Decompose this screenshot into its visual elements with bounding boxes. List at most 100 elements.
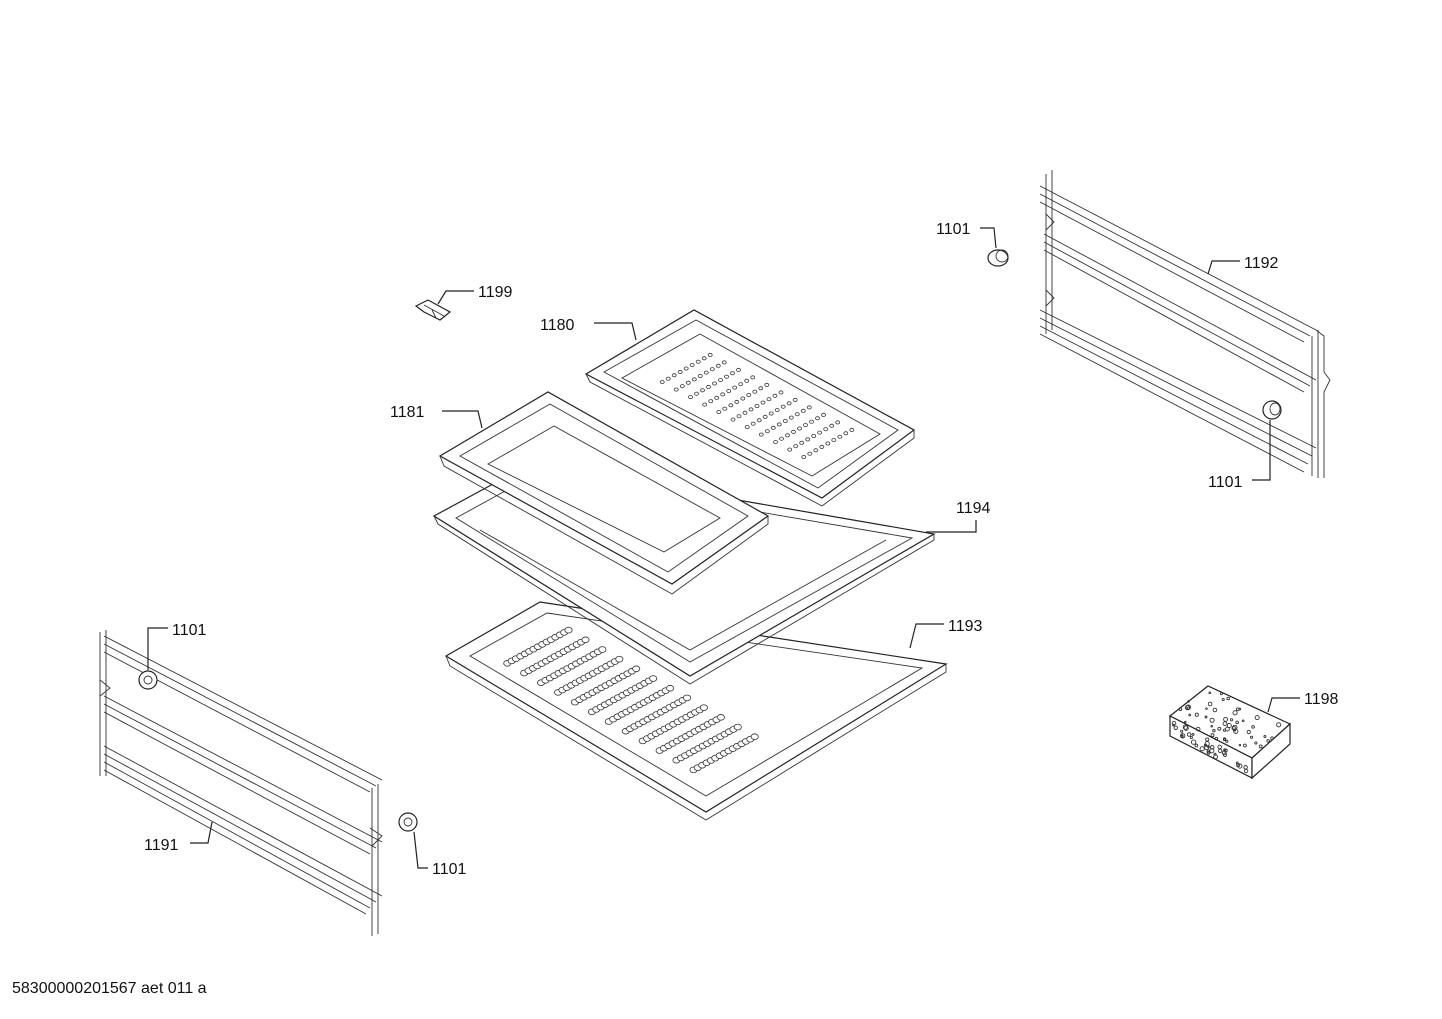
sponge-pore — [1204, 715, 1208, 719]
perforation-hole — [797, 426, 802, 431]
sponge-pore — [1229, 718, 1234, 722]
sponge-pore — [1212, 707, 1218, 713]
perforation-hole — [823, 427, 829, 432]
sponge-pore — [1225, 739, 1229, 743]
perforation-hole — [702, 402, 708, 407]
sponge-pore — [1235, 720, 1239, 725]
leader-1180 — [594, 322, 637, 341]
sponge-pore — [1180, 733, 1186, 739]
sponge-pore — [1210, 733, 1215, 738]
leader-1181 — [442, 410, 483, 429]
perforation-hole — [697, 373, 703, 378]
sponge-pore — [1270, 736, 1274, 740]
sponge-pore — [1212, 729, 1216, 733]
label-1181: 1181 — [390, 404, 425, 421]
label-1199: 1199 — [478, 284, 513, 301]
perforation-hole — [733, 723, 742, 731]
sponge-pore — [1194, 712, 1199, 717]
perforation-hole — [754, 403, 760, 408]
sponge-pore — [1194, 743, 1199, 748]
sponge-pore — [1210, 725, 1213, 728]
perforation-hole — [720, 392, 726, 397]
perforation-hole — [683, 694, 692, 702]
perforation-hole — [730, 371, 735, 376]
part-1193-perforated-tray — [444, 601, 948, 821]
perforation-hole — [803, 423, 808, 428]
sponge-texture — [1171, 691, 1282, 774]
perforation-hole — [730, 417, 736, 422]
sponge-pore — [1205, 707, 1208, 710]
perforation-hole — [666, 684, 675, 692]
sponge-pore — [1172, 723, 1175, 727]
perforation-hole — [679, 384, 685, 389]
perforation-hole — [708, 399, 714, 404]
perforation-hole — [748, 407, 754, 412]
perforation-hole — [800, 408, 806, 413]
perforation-hole — [712, 381, 717, 386]
perforation-hole — [722, 406, 728, 411]
sponge-pore — [1223, 728, 1227, 732]
perforation-hole — [849, 427, 855, 432]
part-1101-knob-right — [1262, 400, 1282, 420]
perforation-hole — [703, 370, 709, 375]
perforation-hole — [788, 415, 794, 420]
perforation-hole — [750, 733, 759, 740]
perforation-hole — [772, 393, 778, 398]
perforation-hole — [762, 414, 768, 419]
label-1198: 1198 — [1304, 691, 1339, 708]
sponge-pore — [1243, 765, 1248, 770]
sponge-pore — [1241, 719, 1245, 723]
sponge-pore — [1217, 744, 1222, 750]
leader-1101-right — [1252, 420, 1271, 481]
perforation-hole — [780, 404, 786, 409]
perforation-hole — [787, 447, 793, 452]
leader-1101-top — [980, 227, 997, 249]
sponge-pore — [1222, 721, 1228, 726]
perforation-hole — [706, 384, 711, 389]
perforation-hole — [689, 363, 695, 368]
part-1191-left-rack — [99, 630, 383, 936]
perforation-hole — [750, 421, 756, 426]
leader-1193 — [909, 623, 944, 649]
drawing-reference-number: 58300000201567 aet 011 a — [12, 980, 207, 997]
perforation-hole — [837, 434, 843, 439]
perforation-hole — [721, 360, 727, 365]
perforation-hole — [740, 396, 746, 401]
sponge-pore — [1235, 761, 1239, 765]
perforation-hole — [785, 433, 790, 438]
perforation-hole — [809, 419, 814, 424]
label-1101-right: 1101 — [1208, 474, 1243, 491]
perforation-hole — [758, 432, 764, 437]
perforation-hole — [615, 655, 624, 663]
perforation-hole — [835, 420, 841, 425]
perforation-hole — [779, 436, 784, 441]
perforation-hole — [782, 418, 788, 423]
leader-1192 — [1207, 260, 1240, 275]
perforation-hole — [801, 455, 807, 460]
perforation-hole — [738, 382, 744, 387]
perforation-hole — [714, 395, 720, 400]
leader-1101-left — [147, 627, 168, 670]
perforation-hole — [736, 414, 742, 419]
part-1181-solid-pan — [438, 391, 770, 595]
sponge-pore — [1182, 724, 1189, 730]
sponge-pore — [1218, 748, 1223, 754]
perforation-hole — [695, 359, 701, 364]
perforation-hole — [799, 440, 805, 445]
sponge-pore — [1246, 729, 1251, 735]
sponge-pore — [1254, 715, 1260, 721]
leader-1191 — [190, 821, 213, 844]
leader-1198 — [1267, 697, 1300, 713]
perforation-hole — [768, 411, 774, 416]
sponge-pore — [1219, 692, 1223, 696]
perforation-hole — [716, 410, 722, 415]
sponge-pore — [1214, 736, 1219, 741]
sponge-pore — [1208, 691, 1212, 695]
perforation-hole — [793, 444, 799, 449]
sponge-pore — [1186, 732, 1192, 737]
part-1198-sponge — [1168, 685, 1292, 780]
sponge-pore — [1206, 750, 1211, 755]
perforation-hole — [750, 375, 756, 380]
sponge-pore — [1258, 744, 1263, 749]
perforation-hole — [758, 386, 764, 391]
